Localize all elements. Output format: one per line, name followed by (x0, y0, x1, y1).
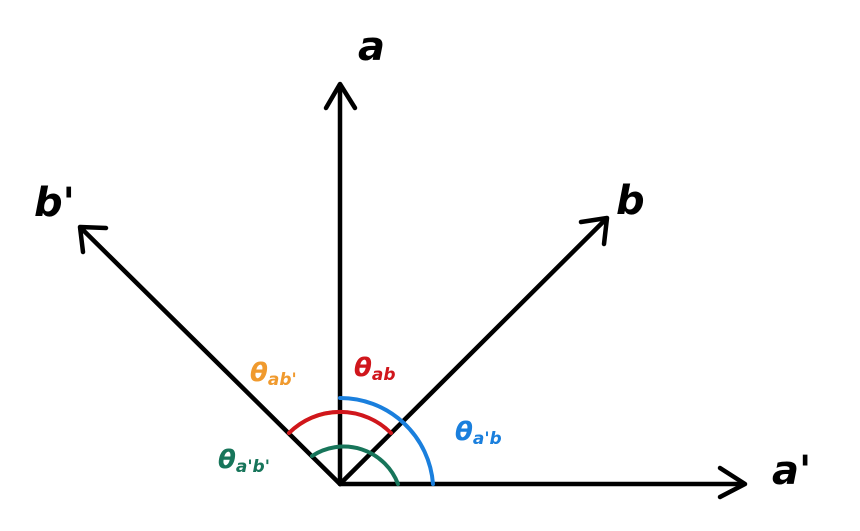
arc-theta-a-prime-b (338, 395, 435, 486)
vector-b-arrowhead (578, 215, 610, 247)
label-theta-ab-prime: θab' (250, 358, 297, 390)
arc-theta-ab (287, 409, 393, 435)
theta-a-prime-b-prime-subscript: a'b' (236, 457, 270, 477)
label-vector-a-prime: a' (772, 448, 811, 494)
label-vector-a: a (358, 24, 385, 70)
vector-a-prime-arrowhead (717, 465, 748, 500)
theta-ab-prime-subscript: ab' (268, 370, 297, 390)
vector-b (337, 215, 610, 487)
label-theta-a-prime-b: θa'b (455, 417, 502, 449)
theta-ab-subscript: ab (372, 365, 396, 385)
label-vector-b-prime: b' (34, 180, 75, 226)
vector-a-arrowhead (323, 81, 358, 111)
vector-a (323, 81, 358, 487)
theta-a-prime-b-symbol: θ (455, 417, 473, 447)
label-vector-b: b (616, 178, 645, 224)
label-theta-a-prime-b-prime: θa'b' (218, 445, 270, 477)
arc-theta-a-prime-b-prime (310, 444, 400, 486)
theta-a-prime-b-prime-symbol: θ (218, 445, 236, 475)
vector-a-prime (337, 465, 748, 500)
vector-b-prime-arrowhead (77, 224, 109, 255)
vector-b-prime (77, 224, 343, 487)
theta-ab-prime-symbol: θ (250, 358, 268, 388)
label-theta-ab: θab (354, 353, 396, 385)
theta-ab-symbol: θ (354, 353, 372, 383)
theta-a-prime-b-subscript: a'b (473, 429, 502, 449)
